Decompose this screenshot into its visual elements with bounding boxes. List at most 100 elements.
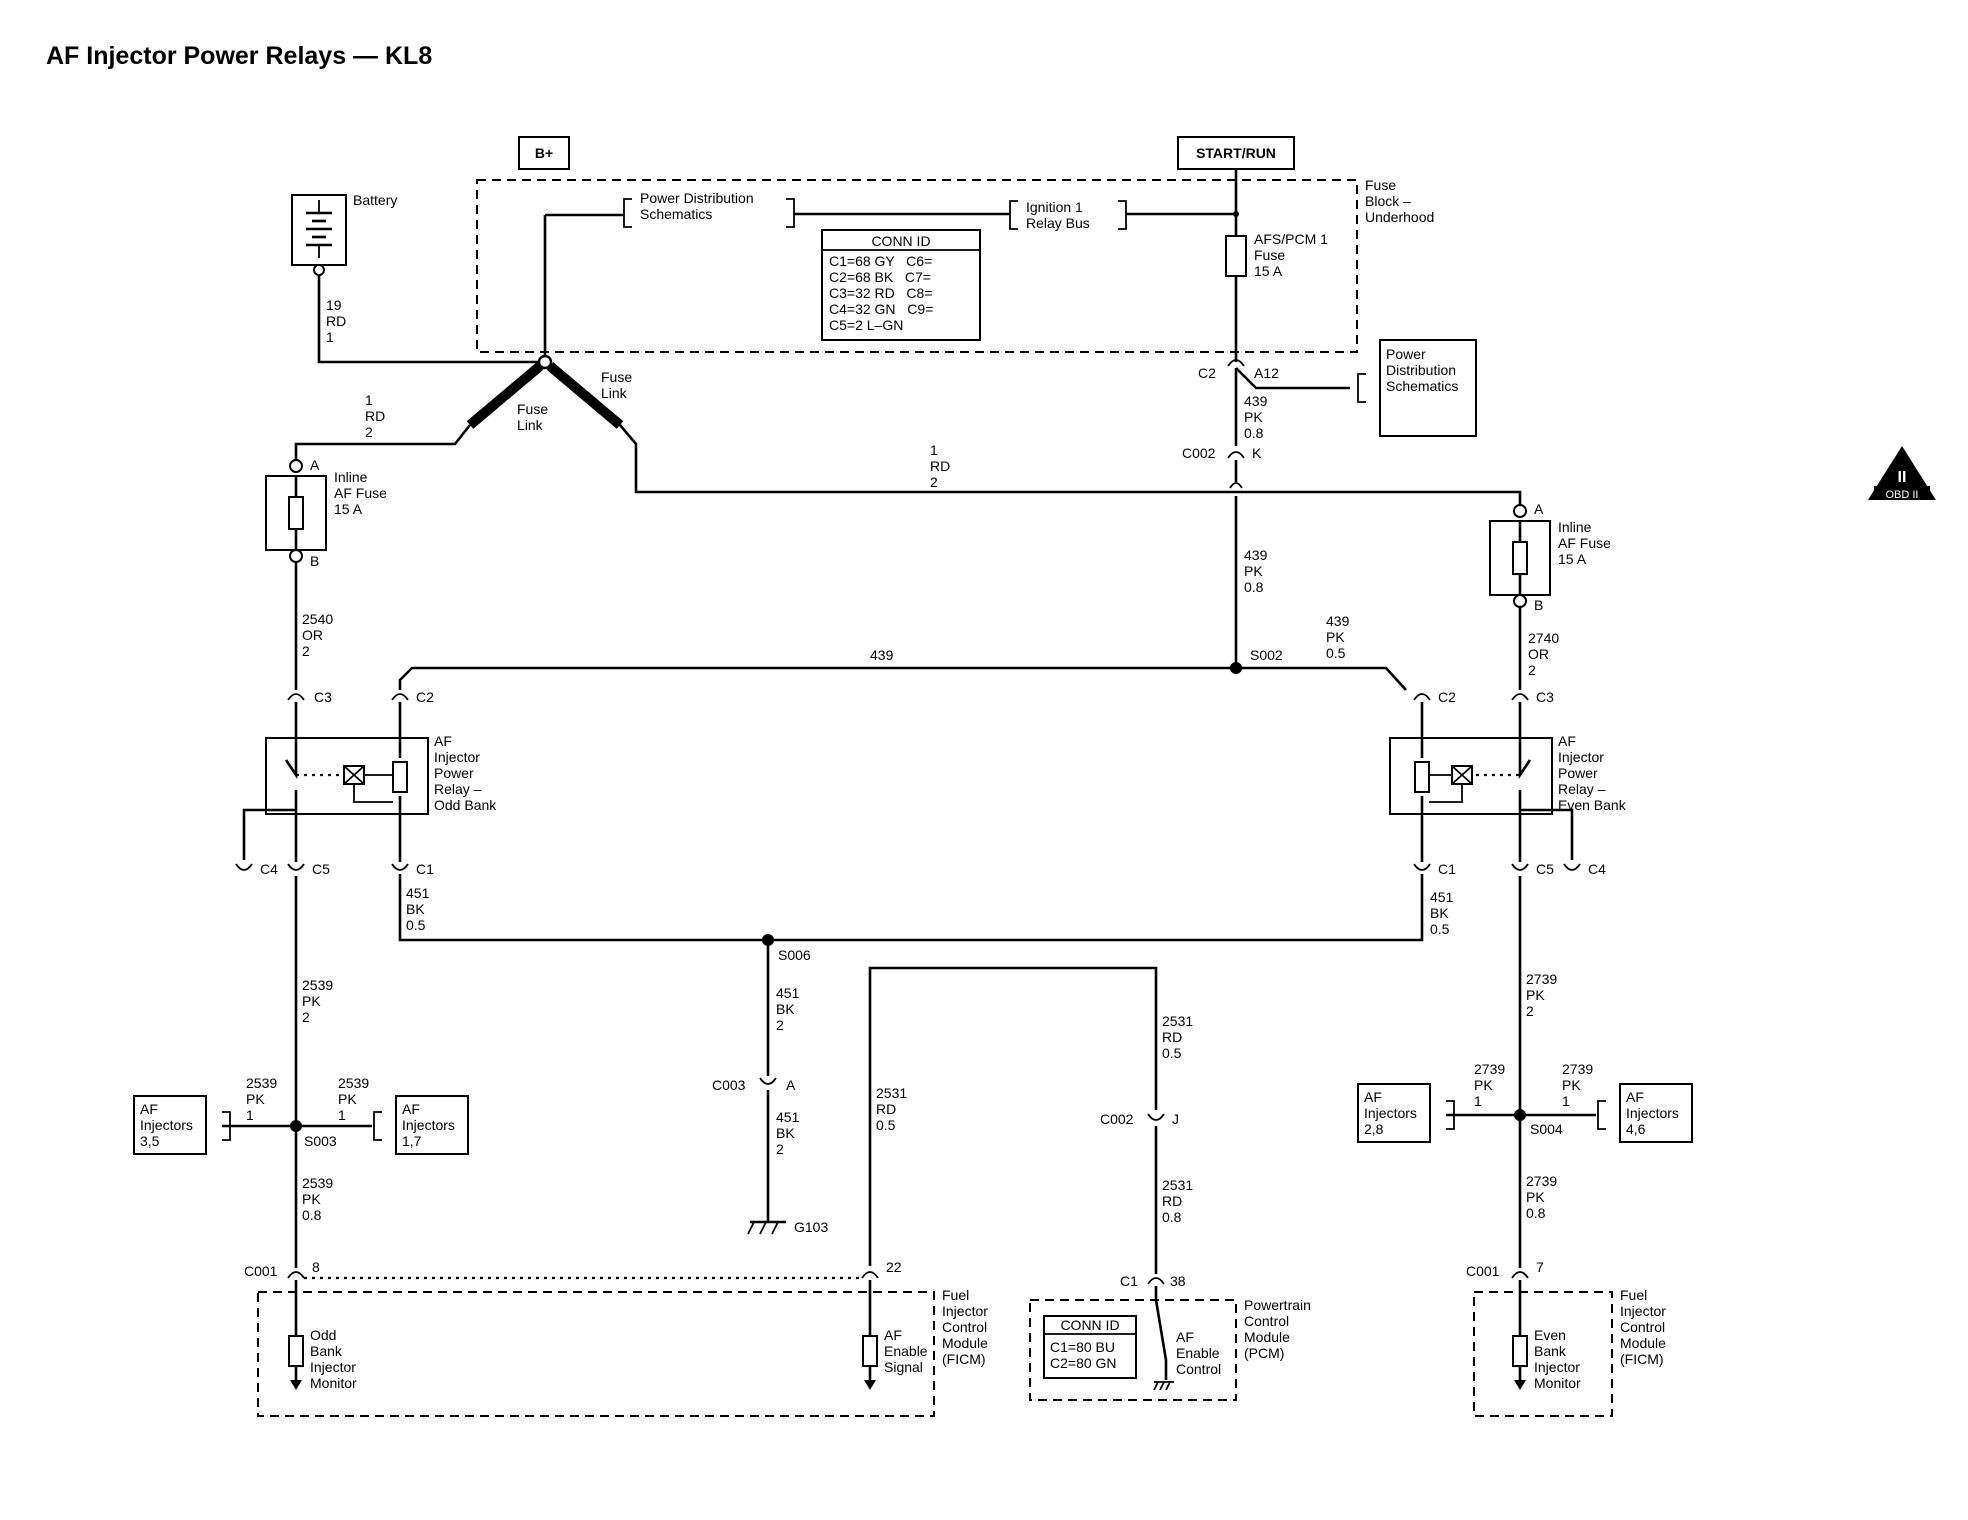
svg-text:0.5: 0.5 [1326, 645, 1346, 661]
svg-text:1: 1 [338, 1107, 346, 1123]
svg-text:AF Fuse: AF Fuse [334, 485, 387, 501]
svg-text:Injector: Injector [1534, 1359, 1580, 1375]
connector-c001-8 [287, 1271, 305, 1279]
relay-even-c3: C3 [1536, 689, 1554, 705]
svg-text:4,6: 4,6 [1626, 1121, 1646, 1137]
svg-text:Power Distribution: Power Distribution [640, 190, 754, 206]
pcm-label: Powertrain Control Module (PCM) [1244, 1297, 1311, 1361]
svg-text:2: 2 [1528, 662, 1536, 678]
svg-text:1,7: 1,7 [402, 1133, 422, 1149]
c002-j-pin: J [1172, 1111, 1179, 1127]
svg-text:PK: PK [338, 1091, 357, 1107]
svg-text:0.8: 0.8 [302, 1207, 322, 1223]
wire-2540-label: 2540 OR 2 [302, 611, 333, 659]
svg-text:Odd Bank: Odd Bank [434, 797, 497, 813]
svg-text:Fuse: Fuse [601, 369, 632, 385]
relay-even-c2: C2 [1438, 689, 1456, 705]
ignition-relay-bus: Ignition 1 Relay Bus [1009, 199, 1127, 231]
wire-451-left-label: 451 BK 0.5 [406, 885, 430, 933]
svg-text:AF: AF [1626, 1089, 1644, 1105]
afs-pcm-fuse [1225, 235, 1247, 277]
wire-451-right-label: 451 BK 0.5 [1430, 889, 1454, 937]
svg-text:2540: 2540 [302, 611, 333, 627]
svg-text:II: II [1898, 469, 1907, 486]
svg-text:2739: 2739 [1526, 971, 1557, 987]
pcm-enable-switch [1154, 1286, 1168, 1380]
svg-text:2739: 2739 [1474, 1061, 1505, 1077]
svg-text:C3=32 RD C8=: C3=32 RD C8= [829, 285, 933, 301]
svg-text:2739: 2739 [1562, 1061, 1593, 1077]
svg-text:Relay –: Relay – [434, 781, 482, 797]
svg-text:PK: PK [1526, 987, 1545, 1003]
svg-text:15 A: 15 A [334, 501, 363, 517]
relay-even-c1: C1 [1438, 861, 1456, 877]
svg-text:Fuel: Fuel [942, 1287, 969, 1303]
svg-text:Enable: Enable [884, 1343, 928, 1359]
wire-crossover [1229, 482, 1243, 489]
wire-1rd-left [294, 424, 472, 460]
svg-text:AF: AF [884, 1327, 902, 1343]
fuse-link-junction [537, 354, 553, 370]
svg-text:Injectors: Injectors [140, 1117, 193, 1133]
c003-label: C003 [712, 1077, 746, 1093]
svg-text:Inline: Inline [334, 469, 368, 485]
svg-text:Signal: Signal [884, 1359, 923, 1375]
svg-text:Injector: Injector [942, 1303, 988, 1319]
svg-text:(FICM): (FICM) [1620, 1351, 1664, 1367]
inline-af-fuse-right-label: Inline AF Fuse 15 A [1558, 519, 1611, 567]
svg-text:0.8: 0.8 [1526, 1205, 1546, 1221]
relay-odd-c2: C2 [416, 689, 434, 705]
svg-text:BK: BK [776, 1001, 795, 1017]
svg-text:PK: PK [1244, 409, 1263, 425]
svg-text:Monitor: Monitor [310, 1375, 357, 1391]
svg-text:BK: BK [1430, 905, 1449, 921]
svg-text:Fuse: Fuse [517, 401, 548, 417]
ficm-right-label: Fuel Injector Control Module (FICM) [1620, 1287, 1666, 1367]
wire-19rd [317, 275, 545, 364]
wire-439-bus-right [1236, 666, 1407, 691]
wire-451-ground-label: 451 BK 2 [776, 1109, 800, 1157]
svg-text:2: 2 [302, 1009, 310, 1025]
svg-text:0.8: 0.8 [1244, 579, 1264, 595]
svg-text:(FICM): (FICM) [942, 1351, 986, 1367]
wire-19rd-label: 19 RD 1 [326, 297, 346, 345]
svg-text:Module: Module [1620, 1335, 1666, 1351]
wire-1rd-mid-label: 1 RD 2 [930, 442, 950, 490]
svg-text:Injector: Injector [1620, 1303, 1666, 1319]
fuse-right-b: B [1534, 597, 1543, 613]
svg-text:Even Bank: Even Bank [1558, 797, 1627, 813]
power-dist-schematics-top: Power Distribution Schematics [623, 190, 795, 228]
svg-text:Injectors: Injectors [1364, 1105, 1417, 1121]
wire-to-power-dist-right [1235, 367, 1350, 390]
svg-text:2531: 2531 [876, 1085, 907, 1101]
svg-text:2: 2 [1526, 1003, 1534, 1019]
svg-text:Control: Control [942, 1319, 987, 1335]
svg-text:Link: Link [517, 417, 544, 433]
svg-text:BK: BK [776, 1125, 795, 1141]
ficm-left-label: Fuel Injector Control Module (FICM) [942, 1287, 988, 1367]
svg-text:RD: RD [365, 408, 385, 424]
fuse-left-b: B [310, 553, 319, 569]
relay-odd-c3: C3 [314, 689, 332, 705]
wire-2531 [868, 966, 1158, 1266]
bplus-box [518, 136, 570, 170]
wire-2739-bottom-label: 2739 PK 0.8 [1526, 1173, 1557, 1221]
svg-text:C4=32 GN C9=: C4=32 GN C9= [829, 301, 933, 317]
svg-text:AFS/PCM 1: AFS/PCM 1 [1254, 231, 1328, 247]
relay-odd-c4: C4 [260, 861, 278, 877]
svg-text:0.5: 0.5 [876, 1117, 896, 1133]
svg-text:PK: PK [302, 1191, 321, 1207]
ground-symbol [747, 1220, 786, 1235]
svg-text:Relay Bus: Relay Bus [1026, 215, 1090, 231]
relay-even-label: AF Injector Power Relay – Even Bank [1558, 733, 1627, 813]
svg-text:0.5: 0.5 [1430, 921, 1450, 937]
svg-text:Module: Module [1244, 1329, 1290, 1345]
fuse-link-left [466, 362, 544, 429]
connector-c002-k [1227, 451, 1245, 459]
fuse-link-right [546, 362, 624, 429]
svg-text:RD: RD [876, 1101, 896, 1117]
splice-s002-label: S002 [1250, 647, 1283, 663]
wire-2539-left-label: 2539 PK 1 [246, 1075, 277, 1123]
power-dist-schematics-right [1379, 339, 1477, 437]
svg-text:2539: 2539 [246, 1075, 277, 1091]
